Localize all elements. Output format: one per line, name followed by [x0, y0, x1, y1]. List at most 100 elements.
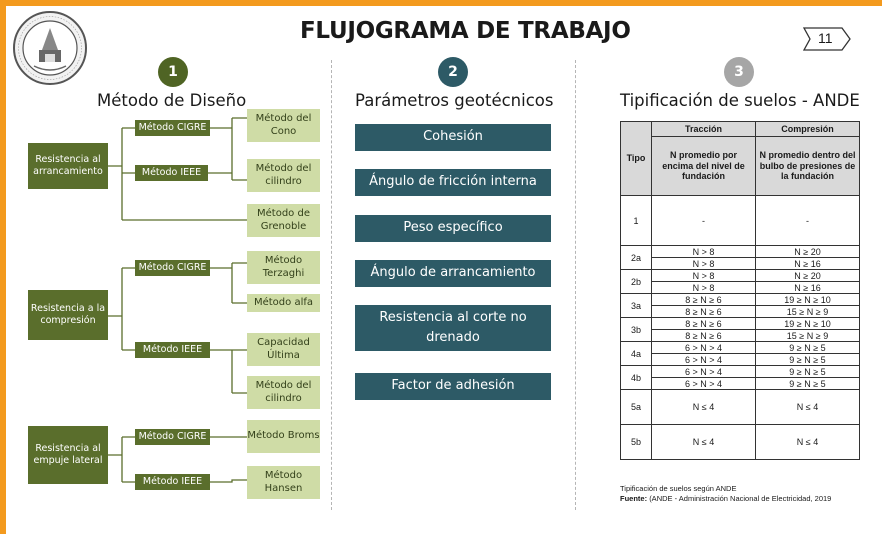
result-box-cono: Método del Cono — [247, 109, 320, 142]
result-box-capacidad-ultima: Capacidad Última — [247, 333, 320, 366]
group-box-arrancamiento: Resistencia al arrancamiento — [28, 143, 108, 189]
param-arrancamiento: Ángulo de arrancamiento — [355, 260, 551, 287]
header-traccion: Tracción — [651, 121, 756, 137]
col2-title: Parámetros geotécnicos — [355, 91, 554, 110]
subheader-compresion: N promedio dentro del bulbo de presiones… — [755, 136, 860, 196]
cell-tipo: 1 — [620, 195, 652, 246]
cell-traccion: N > 8 — [651, 281, 756, 294]
soil-classification-table: Tipo Tracción Compresión N promedio por … — [620, 121, 860, 460]
cell-traccion: 8 ≥ N ≥ 6 — [651, 317, 756, 330]
step-badge-2: 2 — [438, 57, 468, 87]
result-box-terzaghi: Método Terzaghi — [247, 251, 320, 284]
result-box-broms: Método Broms — [247, 420, 320, 453]
param-friccion-interna: Ángulo de fricción interna — [355, 169, 551, 196]
result-box-cilindro: Método del cilindro — [247, 376, 320, 409]
table-source: Fuente: (ANDE - Administración Nacional … — [620, 494, 831, 503]
left-accent-bar — [0, 0, 6, 534]
cell-compresion: N ≥ 16 — [755, 281, 860, 294]
cell-traccion: N > 8 — [651, 257, 756, 270]
header-tipo: Tipo — [620, 121, 652, 196]
page-number-badge — [802, 27, 851, 51]
source-text: (ANDE - Administración Nacional de Elect… — [649, 494, 832, 503]
param-corte-no-drenado: Resistencia al corte no drenado — [355, 305, 551, 351]
table-row: 1-- — [620, 195, 860, 246]
column-divider-2 — [575, 60, 576, 510]
cell-compresion: 9 ≥ N ≥ 5 — [755, 341, 860, 354]
cell-compresion: N ≥ 20 — [755, 269, 860, 282]
result-box-grenoble: Método de Grenoble — [247, 204, 320, 237]
cell-tipo: 3a — [620, 293, 652, 318]
col3-title: Tipificación de suelos - ANDE — [620, 91, 860, 110]
cell-traccion: 6 > N > 4 — [651, 353, 756, 366]
cell-tipo: 5b — [620, 424, 652, 460]
cell-traccion: 8 ≥ N ≥ 6 — [651, 293, 756, 306]
cell-traccion: N ≤ 4 — [651, 424, 756, 460]
group-box-compresion: Resistencia a la compresión — [28, 290, 108, 340]
cell-compresion: N ≤ 4 — [755, 389, 860, 425]
cell-traccion: 6 > N > 4 — [651, 365, 756, 378]
cell-compresion: 9 ≥ N ≥ 5 — [755, 365, 860, 378]
cell-compresion: 19 ≥ N ≥ 10 — [755, 293, 860, 306]
subheader-traccion: N promedio por encima del nivel de funda… — [651, 136, 756, 196]
cell-compresion: 15 ≥ N ≥ 9 — [755, 305, 860, 318]
result-box-alfa: Método alfa — [247, 294, 320, 312]
method-box-cigre: Método CIGRE — [135, 429, 210, 445]
cell-compresion: - — [755, 195, 860, 246]
cell-traccion: 6 > N > 4 — [651, 341, 756, 354]
col1-title: Método de Diseño — [97, 91, 247, 110]
method-box-cigre: Método CIGRE — [135, 120, 210, 136]
cell-tipo: 4a — [620, 341, 652, 366]
cell-traccion: 8 ≥ N ≥ 6 — [651, 305, 756, 318]
header-compresion: Compresión — [755, 121, 860, 137]
cell-compresion: N ≥ 20 — [755, 245, 860, 258]
method-box-ieee: Método IEEE — [135, 474, 210, 490]
page-number: 11 — [818, 30, 833, 46]
cell-tipo: 2b — [620, 269, 652, 294]
step-badge-1: 1 — [158, 57, 188, 87]
result-box-cilindro: Método del cilindro — [247, 159, 320, 192]
group-box-empuje-lateral: Resistencia al empuje lateral — [28, 426, 108, 484]
param-peso-especifico: Peso específico — [355, 215, 551, 242]
cell-compresion: N ≥ 16 — [755, 257, 860, 270]
param-cohesion: Cohesión — [355, 124, 551, 151]
cell-tipo: 2a — [620, 245, 652, 270]
cell-traccion: - — [651, 195, 756, 246]
cell-tipo: 4b — [620, 365, 652, 390]
source-label: Fuente: — [620, 494, 648, 503]
step-badge-3: 3 — [724, 57, 754, 87]
cell-compresion: 15 ≥ N ≥ 9 — [755, 329, 860, 342]
cell-compresion: 9 ≥ N ≥ 5 — [755, 377, 860, 390]
cell-traccion: N ≤ 4 — [651, 389, 756, 425]
top-accent-bar — [0, 0, 882, 6]
cell-compresion: 19 ≥ N ≥ 10 — [755, 317, 860, 330]
cell-traccion: N > 8 — [651, 269, 756, 282]
column-divider-1 — [331, 60, 332, 510]
cell-tipo: 3b — [620, 317, 652, 342]
result-box-hansen: Método Hansen — [247, 466, 320, 499]
cell-compresion: 9 ≥ N ≥ 5 — [755, 353, 860, 366]
university-seal-logo — [13, 11, 87, 85]
cell-compresion: N ≤ 4 — [755, 424, 860, 460]
method-box-cigre: Método CIGRE — [135, 260, 210, 276]
cell-traccion: 6 > N > 4 — [651, 377, 756, 390]
table-caption: Tipificación de suelos según ANDE — [620, 484, 737, 493]
method-box-ieee: Método IEEE — [135, 342, 210, 358]
param-factor-adhesion: Factor de adhesión — [355, 373, 551, 400]
cell-traccion: 8 ≥ N ≥ 6 — [651, 329, 756, 342]
method-box-ieee: Método IEEE — [135, 165, 208, 181]
